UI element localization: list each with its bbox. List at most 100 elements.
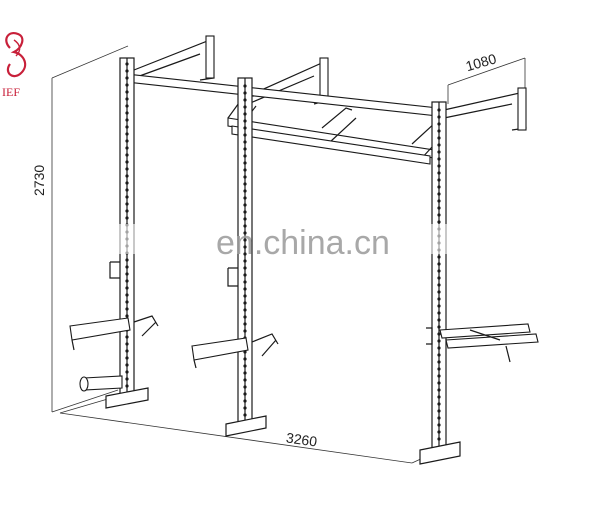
- logo-text: IEF: [2, 85, 20, 99]
- post-hole: [243, 203, 247, 207]
- upright-post-center: [191, 77, 279, 437]
- watermark-text: en.china.cn: [216, 224, 390, 262]
- post-hole: [243, 406, 247, 410]
- post-hole: [125, 363, 129, 367]
- post-hole: [437, 360, 441, 364]
- post-hole: [125, 349, 129, 353]
- watermark: en.china.cn: [108, 224, 464, 262]
- width-label: 3260: [285, 429, 318, 449]
- height-dimension: 2730: [31, 45, 129, 413]
- post-hole: [243, 273, 247, 277]
- post-hole: [243, 308, 247, 312]
- post-hole: [125, 307, 129, 311]
- depth-label: 1080: [464, 50, 499, 74]
- post-hole: [243, 371, 247, 375]
- post-hole: [243, 245, 247, 249]
- post-hole: [125, 342, 129, 346]
- post-hole: [125, 83, 129, 87]
- post-hole: [243, 189, 247, 193]
- post-hole: [437, 290, 441, 294]
- post-hole: [243, 91, 247, 95]
- post-hole: [243, 329, 247, 333]
- post-hole: [437, 269, 441, 273]
- post-hole: [125, 370, 129, 374]
- post-hole: [125, 167, 129, 171]
- post-hole: [125, 335, 129, 339]
- post-hole: [125, 132, 129, 136]
- post-hole: [243, 84, 247, 88]
- post-hole: [125, 272, 129, 276]
- post-hole: [243, 196, 247, 200]
- post-hole: [437, 192, 441, 196]
- post-hole: [243, 315, 247, 319]
- post-hole: [243, 378, 247, 382]
- post-hole: [437, 402, 441, 406]
- post-hole: [125, 62, 129, 66]
- post-hole: [125, 279, 129, 283]
- logo-mark-icon: [5, 32, 27, 78]
- post-hole: [437, 409, 441, 413]
- post-hole: [125, 69, 129, 73]
- post-hole: [243, 280, 247, 284]
- post-hole: [125, 265, 129, 269]
- post-hole: [437, 437, 441, 441]
- post-hole: [437, 171, 441, 175]
- post-hole: [125, 97, 129, 101]
- pullup-bars: [125, 35, 527, 165]
- post-hole: [125, 174, 129, 178]
- post-hole: [437, 262, 441, 266]
- post-hole: [125, 188, 129, 192]
- post-hole: [437, 185, 441, 189]
- post-hole: [125, 160, 129, 164]
- post-hole: [125, 195, 129, 199]
- post-hole: [125, 286, 129, 290]
- post-hole: [243, 266, 247, 270]
- post-hole: [243, 357, 247, 361]
- post-hole: [243, 147, 247, 151]
- post-hole: [437, 178, 441, 182]
- post-hole: [243, 140, 247, 144]
- post-hole: [437, 122, 441, 126]
- post-hole: [437, 311, 441, 315]
- post-hole: [125, 300, 129, 304]
- post-hole: [437, 430, 441, 434]
- post-hole: [243, 175, 247, 179]
- post-hole: [243, 238, 247, 242]
- post-hole: [437, 199, 441, 203]
- post-hole: [243, 287, 247, 291]
- depth-dimension: 1080: [447, 50, 526, 104]
- post-hole: [437, 346, 441, 350]
- post-hole: [125, 314, 129, 318]
- post-hole: [437, 332, 441, 336]
- post-hole: [243, 182, 247, 186]
- post-hole: [243, 126, 247, 130]
- post-hole: [125, 384, 129, 388]
- post-hole: [125, 258, 129, 262]
- post-hole: [125, 111, 129, 115]
- post-hole: [437, 129, 441, 133]
- post-hole: [125, 104, 129, 108]
- post-hole: [243, 210, 247, 214]
- post-hole: [243, 259, 247, 263]
- post-hole: [125, 293, 129, 297]
- post-hole: [437, 220, 441, 224]
- post-hole: [125, 356, 129, 360]
- post-hole: [243, 252, 247, 256]
- post-hole: [125, 125, 129, 129]
- post-hole: [437, 318, 441, 322]
- post-hole: [243, 98, 247, 102]
- post-hole: [437, 423, 441, 427]
- post-hole: [243, 413, 247, 417]
- post-hole: [243, 224, 247, 228]
- post-hole: [243, 399, 247, 403]
- brand-logo: IEF: [2, 32, 27, 99]
- post-hole: [437, 416, 441, 420]
- post-hole: [125, 139, 129, 143]
- post-hole: [437, 115, 441, 119]
- post-hole: [243, 217, 247, 221]
- post-hole: [437, 206, 441, 210]
- post-hole: [437, 367, 441, 371]
- post-hole: [437, 388, 441, 392]
- post-hole: [437, 395, 441, 399]
